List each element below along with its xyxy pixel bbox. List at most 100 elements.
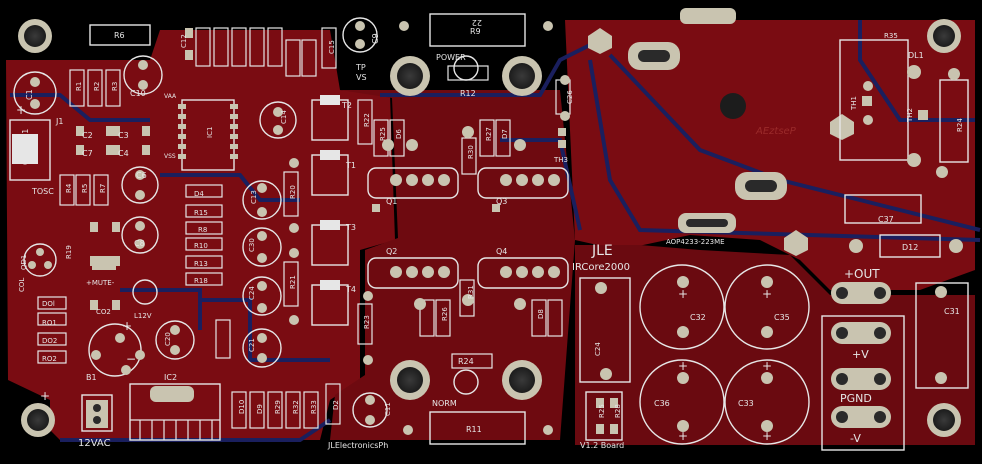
label-r27: R27	[485, 127, 493, 141]
inductor-outline	[132, 279, 158, 305]
capacitor-outline	[121, 216, 159, 254]
pad	[588, 28, 612, 54]
label-c10: C10	[130, 89, 146, 98]
plus-v-terminal	[831, 322, 891, 344]
pad	[680, 8, 736, 24]
resistor-outline	[585, 391, 623, 441]
to220-tabs	[320, 95, 340, 290]
ic2-heatsink	[130, 419, 220, 440]
label-r18: R18	[194, 277, 208, 285]
pad	[784, 230, 808, 256]
resistor-outline	[429, 13, 526, 47]
label-r2: R2	[93, 82, 101, 91]
out-terminal	[831, 282, 891, 304]
capacitor-outline	[242, 227, 282, 267]
ic2-pads	[150, 386, 194, 402]
label-q1: Q1	[386, 197, 397, 206]
label-c33: C33	[738, 399, 754, 408]
label-c4: C4	[118, 149, 129, 158]
label-c30: C30	[248, 238, 256, 252]
mosfet-outline	[477, 257, 569, 289]
label-vaa: VAA	[164, 93, 177, 100]
capacitor-outline	[724, 264, 810, 350]
trace	[200, 298, 330, 362]
capacitor-outline	[639, 359, 725, 445]
svg-text:+: +	[678, 429, 688, 443]
resistor-outline	[89, 24, 151, 46]
capacitor-outline	[242, 180, 282, 220]
label-c35: C35	[774, 313, 790, 322]
label-r20: R20	[289, 185, 297, 199]
label-minus-v: -V	[850, 432, 861, 445]
ac-terminal	[86, 400, 108, 428]
terminal-outline	[821, 315, 905, 451]
thermal-outline	[839, 39, 909, 161]
capacitor-outline	[155, 320, 195, 360]
mosfet-outline	[367, 167, 459, 199]
label-ro2: RO2	[42, 355, 57, 363]
label-t4: T4	[345, 285, 356, 294]
led-outline	[453, 369, 479, 395]
label-r10: R10	[194, 242, 208, 250]
pad	[830, 114, 854, 140]
label-r7: R7	[99, 184, 107, 193]
trace	[380, 38, 601, 97]
label-c31: C31	[944, 307, 960, 316]
label-r32: R32	[292, 400, 300, 414]
copper-pour-left	[6, 30, 395, 440]
label-c26: C26	[566, 90, 574, 104]
label-c12-top: C12	[180, 34, 188, 48]
capacitor-outline	[724, 359, 810, 445]
silkscreen-text: R6 R35 DL1 R9 22 POWER R12 TP VS C9 C15 …	[18, 18, 964, 450]
label-th3: TH3	[553, 156, 568, 164]
capacitor-outline	[259, 101, 297, 139]
label-q4: Q4	[496, 247, 507, 256]
diode-outline	[879, 234, 941, 258]
resistor-array	[37, 27, 571, 429]
capacitor-outline	[844, 194, 922, 224]
label-c24-left: C24	[248, 286, 256, 300]
label-r28: R28	[614, 404, 622, 418]
label-plus-v: +V	[852, 348, 869, 361]
label-c13: C13	[250, 190, 258, 204]
label-c1: C1	[25, 89, 34, 100]
label-c6: C6	[136, 171, 147, 180]
maker-label: JLElectronicsPh	[327, 441, 388, 450]
label-t1: T1	[345, 161, 356, 170]
label-c11: C11	[384, 402, 392, 416]
label-o2: O2	[21, 154, 30, 165]
transistor-outline	[23, 243, 57, 277]
label-co2: CO2	[96, 308, 111, 316]
capacitor-outline	[639, 264, 725, 350]
label-r35: R35	[884, 32, 898, 40]
label-r8: R8	[198, 226, 207, 234]
mosfet-outline	[367, 257, 459, 289]
label-pgnd: PGND	[840, 392, 872, 405]
label-c7: C7	[82, 149, 93, 158]
ic-outline	[129, 383, 221, 441]
label-do2: DO2	[42, 337, 57, 345]
label-c15: C15	[328, 40, 336, 54]
smd-pads	[76, 28, 928, 434]
label-out: +OUT	[844, 267, 880, 281]
svg-text:−: −	[126, 352, 136, 366]
svg-text:+: +	[678, 287, 688, 301]
label-r24-right: R24	[956, 118, 964, 132]
svg-text:+: +	[762, 429, 772, 443]
connector-outline	[9, 119, 51, 181]
label-r25b: R25	[598, 404, 606, 418]
capacitor-outline	[352, 392, 388, 428]
label-r5: R5	[81, 184, 89, 193]
label-d7: D7	[501, 129, 509, 139]
mute-jumper	[92, 256, 116, 270]
label-dl1: DL1	[908, 51, 924, 60]
label-c9: C9	[371, 33, 380, 44]
label-d10: D10	[238, 400, 246, 414]
label-r22-top: 22	[472, 18, 482, 27]
label-c21: C21	[248, 338, 256, 352]
label-q3: Q3	[496, 197, 507, 206]
label-r13: R13	[194, 260, 208, 268]
minus-v-terminal	[831, 406, 891, 428]
label-mute: +MUTE-	[86, 279, 115, 287]
